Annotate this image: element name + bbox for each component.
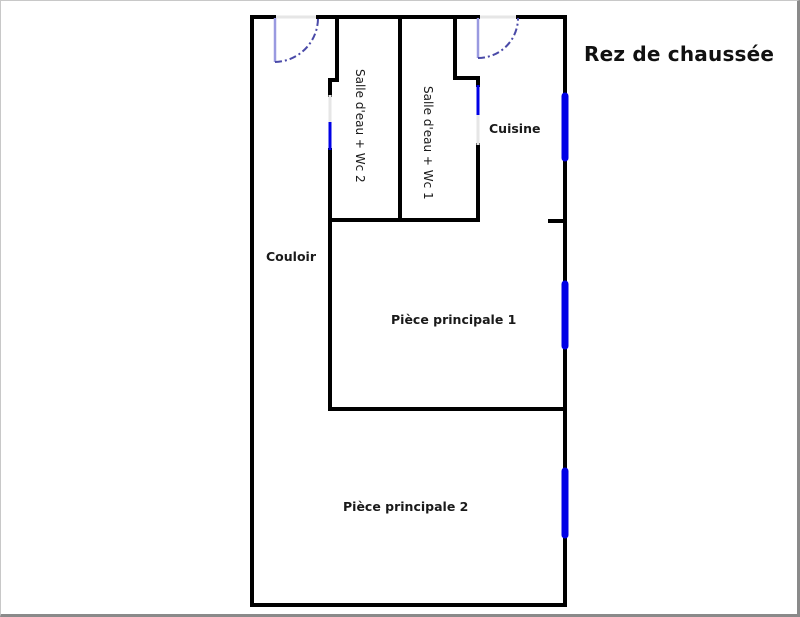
walls [250, 15, 567, 607]
kitchen-door-icon [476, 17, 519, 59]
entrance-door-icon [273, 17, 319, 63]
room-label-piece-principale-1: Pièce principale 1 [391, 312, 517, 327]
floor-title: Rez de chaussée [584, 42, 775, 66]
wall-salle2-left-upper [328, 15, 339, 97]
windows [328, 85, 569, 539]
doorway-gaps [276, 15, 516, 145]
room-label-couloir: Couloir [266, 249, 316, 264]
room-label-salle-eau-2: Salle d'eau + Wc 2 [353, 69, 367, 183]
room-label-cuisine: Cuisine [489, 121, 541, 136]
wall-salle1-right-upper [453, 15, 480, 87]
room-label-piece-principale-2: Pièce principale 2 [343, 499, 469, 514]
room-label-salle-eau-1: Salle d'eau + Wc 1 [421, 86, 435, 200]
